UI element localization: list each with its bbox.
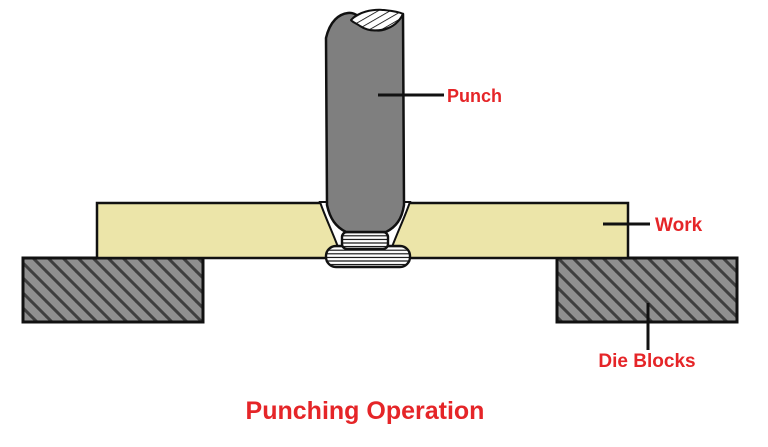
slug-collar — [340, 230, 390, 251]
punch-broken-section-icon — [350, 8, 404, 32]
punch-label: Punch — [447, 86, 503, 106]
die-block-left — [21, 256, 205, 324]
diagram-title: Punching Operation — [245, 397, 485, 425]
work-label: Work — [655, 215, 703, 236]
punch-shape — [324, 11, 406, 234]
die-blocks-label: Die Blocks — [598, 351, 696, 372]
